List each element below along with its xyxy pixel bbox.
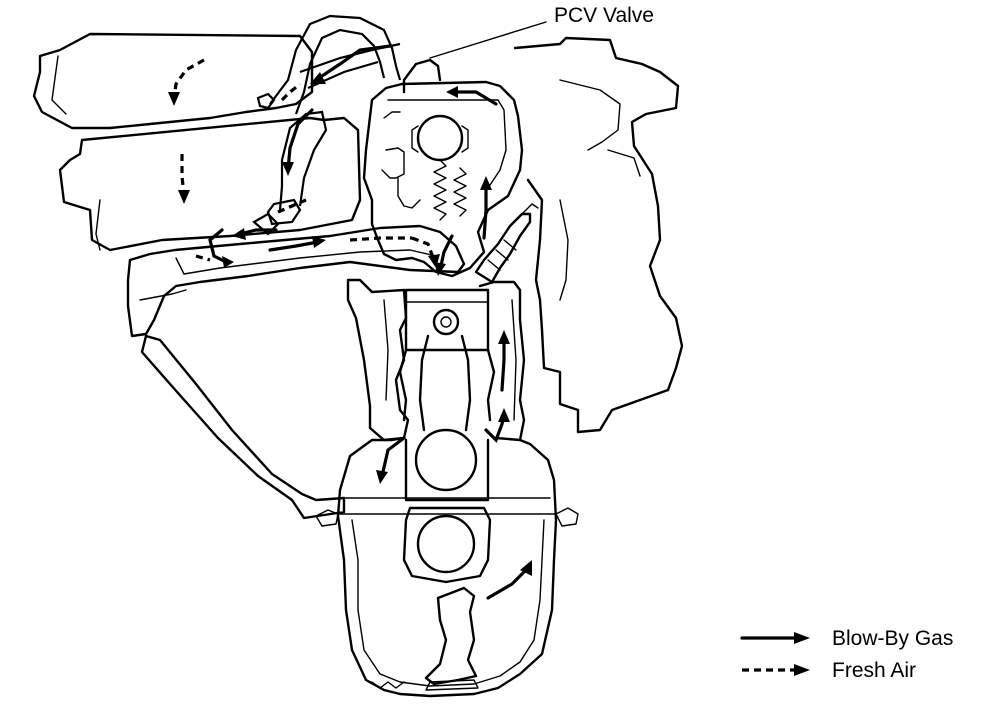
flow-arrow <box>238 228 278 236</box>
arrowhead <box>168 92 180 106</box>
flow-arrow <box>411 236 436 261</box>
pcv-hose <box>252 110 328 236</box>
arrowhead <box>446 86 458 98</box>
breather-hose <box>256 14 402 115</box>
flow-arrow <box>486 566 530 600</box>
flow-arrow <box>482 180 488 240</box>
arrowhead <box>222 256 234 268</box>
cylinder-head-outline <box>362 58 524 278</box>
flow-arrow <box>172 58 205 99</box>
bracket-outline <box>140 334 346 520</box>
arrowhead <box>498 330 510 344</box>
flow-arrow <box>450 90 498 106</box>
spark-plug <box>474 203 539 284</box>
flow-arrow <box>286 108 314 172</box>
flow-arrow <box>277 198 307 214</box>
arrowhead <box>498 408 510 422</box>
arrowhead <box>178 190 190 204</box>
crankcase-outline <box>315 428 579 698</box>
flow-arrow <box>180 154 186 197</box>
flow-arrow <box>500 334 506 392</box>
arrowhead <box>232 228 246 240</box>
arrowhead <box>282 162 294 176</box>
legend-label-blow-by: Blow-By Gas <box>832 627 953 650</box>
air-cleaner-outline <box>32 32 362 252</box>
intake-manifold-outline <box>126 224 466 338</box>
arrowhead <box>520 560 532 576</box>
arrowhead <box>794 664 810 676</box>
cylinder-block-outline <box>346 278 526 442</box>
legend-label-fresh-air: Fresh Air <box>832 659 916 682</box>
flow-arrow <box>280 82 301 102</box>
pcv-valve-label: PCV Valve <box>554 4 654 27</box>
arrowhead <box>794 632 810 644</box>
arrowhead <box>312 236 326 248</box>
arrowhead <box>310 72 326 84</box>
arrowhead <box>376 470 388 484</box>
arrowhead <box>480 176 492 190</box>
legend-item-blow-by: Blow-By Gas <box>740 627 953 650</box>
flow-arrow <box>380 436 406 478</box>
pcv-valve-callout: PCV Valve <box>429 4 654 59</box>
flow-arrow <box>268 240 320 252</box>
blow-by-gas-flow <box>208 44 532 600</box>
flow-arrow <box>208 228 228 264</box>
legend: Blow-By Gas Fresh Air <box>740 627 953 682</box>
flow-arrow <box>349 236 412 242</box>
fresh-air-flow <box>168 58 440 268</box>
flow-arrow <box>314 44 392 82</box>
flow-arrow <box>195 254 211 262</box>
legend-item-fresh-air: Fresh Air <box>742 659 916 682</box>
arrowhead <box>428 254 440 268</box>
engine-block-outline <box>513 36 684 434</box>
arrowhead <box>434 262 446 276</box>
